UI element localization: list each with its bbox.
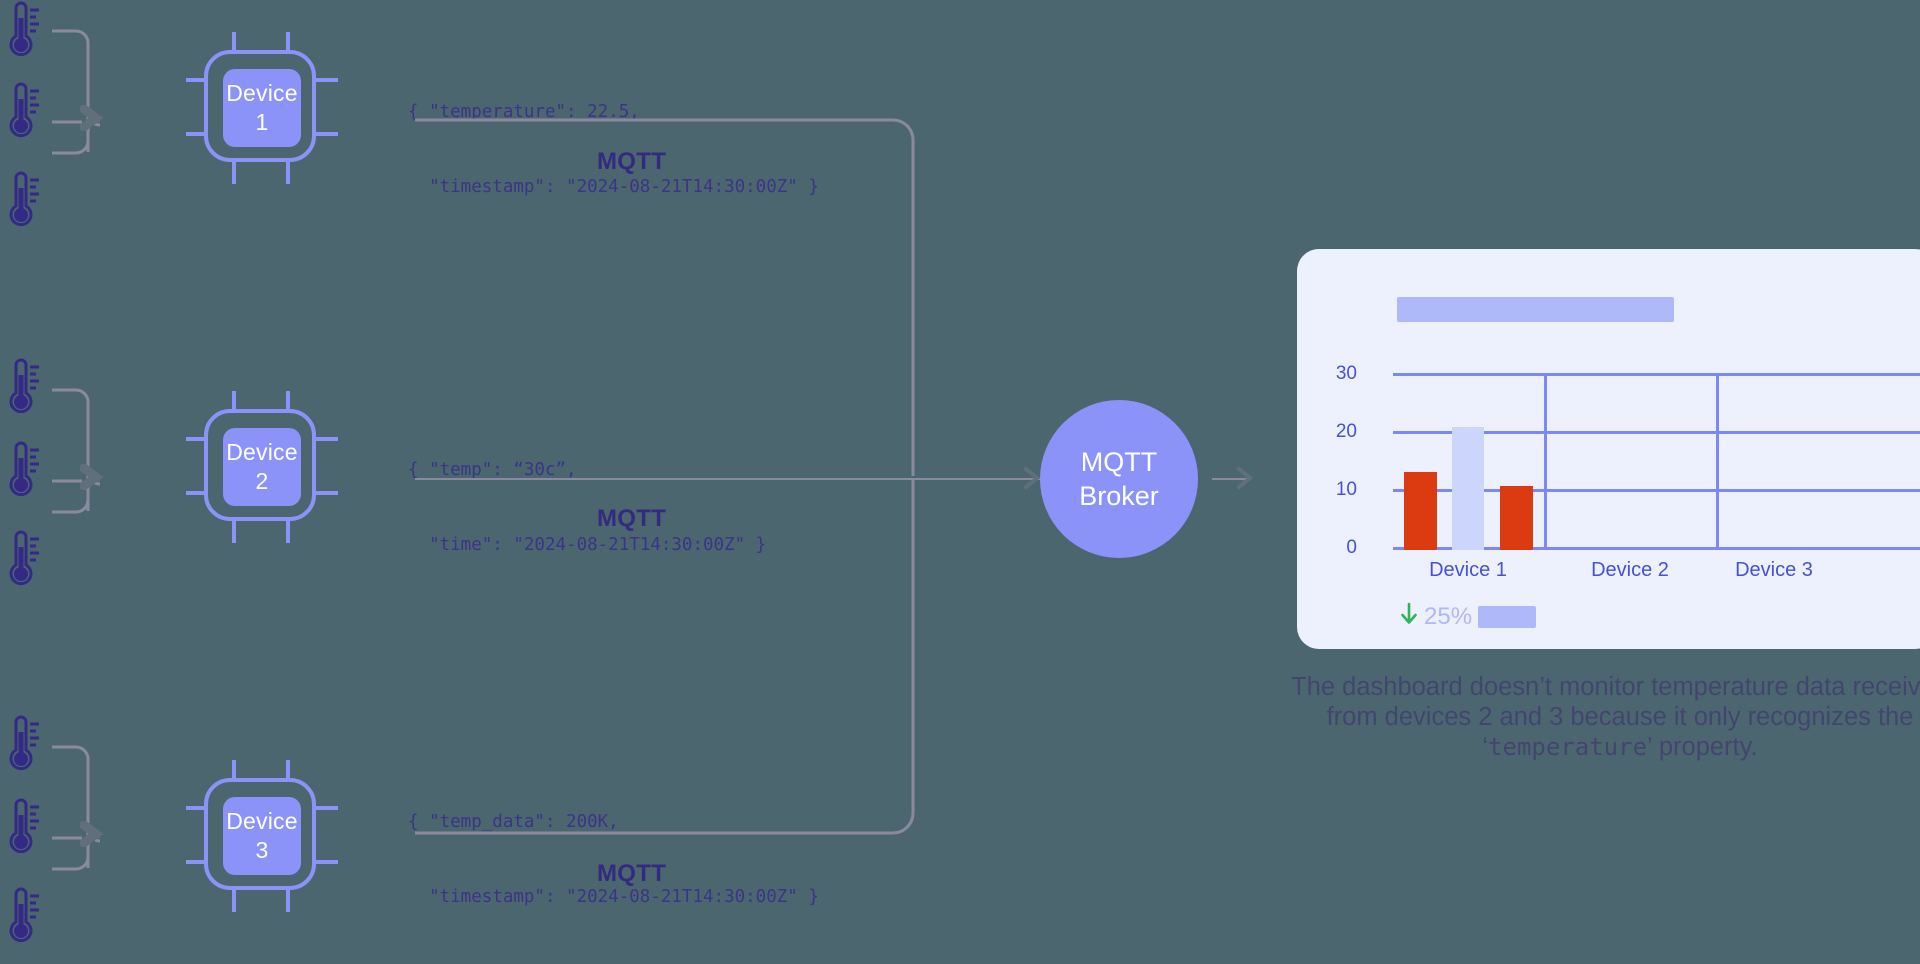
mqtt-broker-node[interactable]: MQTT Broker bbox=[1040, 400, 1198, 558]
y-tick-0: 0 bbox=[1346, 537, 1357, 558]
thermometer-icon bbox=[2, 795, 46, 859]
protocol-label-device-2: MQTT bbox=[597, 505, 667, 532]
thermometer-icon bbox=[2, 527, 46, 591]
device-name-line2: 3 bbox=[255, 837, 269, 863]
protocol-label-device-1: MQTT bbox=[597, 148, 667, 175]
x-label-device-1: Device 1 bbox=[1429, 559, 1507, 581]
arrow-right-icon bbox=[77, 461, 114, 495]
caption-part-1: The dashboard doesn’t monitor temperatur… bbox=[1291, 673, 1920, 761]
arrow-right-icon bbox=[1236, 465, 1266, 496]
device-name-line1: Device bbox=[226, 80, 298, 106]
caption-part-2: ’ property. bbox=[1647, 733, 1758, 761]
chip-outline bbox=[204, 50, 316, 162]
payload-device-3: { "temp_data": 200K, "timestamp": "2024-… bbox=[408, 760, 819, 960]
x-label-device-2: Device 2 bbox=[1591, 559, 1669, 581]
thermometer-icon bbox=[2, 79, 46, 143]
link-device-3 bbox=[415, 475, 925, 840]
bar-device-1-reading-a bbox=[1404, 472, 1437, 550]
link-device-2 bbox=[415, 478, 915, 480]
y-tick-30: 30 bbox=[1335, 363, 1357, 384]
dashboard-card[interactable]: 30 20 10 0 Device 1 Device 2 Device 3 25… bbox=[1297, 249, 1920, 649]
y-tick-20: 20 bbox=[1335, 421, 1357, 442]
category-divider-2 bbox=[1716, 373, 1719, 550]
payload-line-2: "timestamp": "2024-08-21T14:30:00Z" } bbox=[408, 887, 819, 907]
trunk-to-broker bbox=[915, 478, 1040, 480]
thermometer-icon bbox=[2, 438, 46, 502]
bar-device-1-reading-c bbox=[1500, 486, 1533, 550]
payload-device-1: { "temperature": 22.5, "timestamp": "202… bbox=[408, 50, 819, 250]
thermometer-icon bbox=[2, 712, 46, 776]
delta-value: 25% bbox=[1424, 602, 1473, 630]
delta-placeholder-block bbox=[1478, 605, 1537, 628]
arrow-right-icon bbox=[77, 818, 114, 852]
payload-line-1: { "temp": “30c”, bbox=[408, 460, 577, 480]
device-label: Device 3 bbox=[223, 797, 301, 875]
device-name-line2: 1 bbox=[255, 109, 269, 135]
gridline-10 bbox=[1393, 489, 1920, 492]
thermometer-icon bbox=[2, 168, 46, 232]
link-device-1 bbox=[415, 118, 925, 503]
broker-label-line2: Broker bbox=[1079, 481, 1159, 511]
chip-icon-device-1[interactable]: Device 1 bbox=[186, 32, 338, 184]
device-name-line2: 2 bbox=[255, 468, 269, 494]
device-label: Device 1 bbox=[223, 69, 301, 147]
chip-icon-device-2[interactable]: Device 2 bbox=[186, 391, 338, 543]
payload-line-2: "time": "2024-08-21T14:30:00Z" } bbox=[408, 535, 767, 555]
device-label: Device 2 bbox=[223, 428, 301, 506]
chip-icon-device-3[interactable]: Device 3 bbox=[186, 760, 338, 912]
chip-outline bbox=[204, 778, 316, 890]
payload-device-2: { "temp": “30c”, "time": "2024-08-21T14:… bbox=[408, 408, 766, 608]
thermometer-icon bbox=[2, 355, 46, 419]
gridline-30 bbox=[1393, 373, 1920, 376]
payload-line-1: { "temp_data": 200K, bbox=[408, 812, 619, 832]
axis-baseline bbox=[1393, 547, 1920, 550]
delta-badge: 25% bbox=[1400, 602, 1537, 631]
arrow-right-icon bbox=[1023, 465, 1053, 496]
x-label-device-3: Device 3 bbox=[1735, 559, 1813, 581]
broker-to-dashboard-line bbox=[1212, 478, 1248, 480]
thermometer-icon bbox=[2, 0, 46, 62]
device-name-line1: Device bbox=[226, 439, 298, 465]
bar-device-1-reading-b bbox=[1452, 427, 1484, 550]
gridline-20 bbox=[1393, 431, 1920, 434]
arrow-right-icon bbox=[77, 102, 114, 136]
dashboard-title-placeholder bbox=[1397, 297, 1674, 322]
thermometer-icon bbox=[2, 884, 46, 948]
device-name-line1: Device bbox=[226, 808, 298, 834]
protocol-label-device-3: MQTT bbox=[597, 860, 667, 887]
broker-label-line1: MQTT bbox=[1080, 447, 1158, 477]
y-tick-10: 10 bbox=[1335, 479, 1357, 500]
chip-outline bbox=[204, 409, 316, 521]
caption-code-token: temperature bbox=[1488, 733, 1648, 761]
payload-line-1: { "temperature": 22.5, bbox=[408, 102, 640, 122]
dashboard-caption: The dashboard doesn’t monitor temperatur… bbox=[1280, 672, 1920, 762]
category-divider-1 bbox=[1544, 373, 1547, 550]
arrow-down-icon bbox=[1400, 602, 1418, 631]
payload-line-2: "timestamp": "2024-08-21T14:30:00Z" } bbox=[408, 177, 819, 197]
